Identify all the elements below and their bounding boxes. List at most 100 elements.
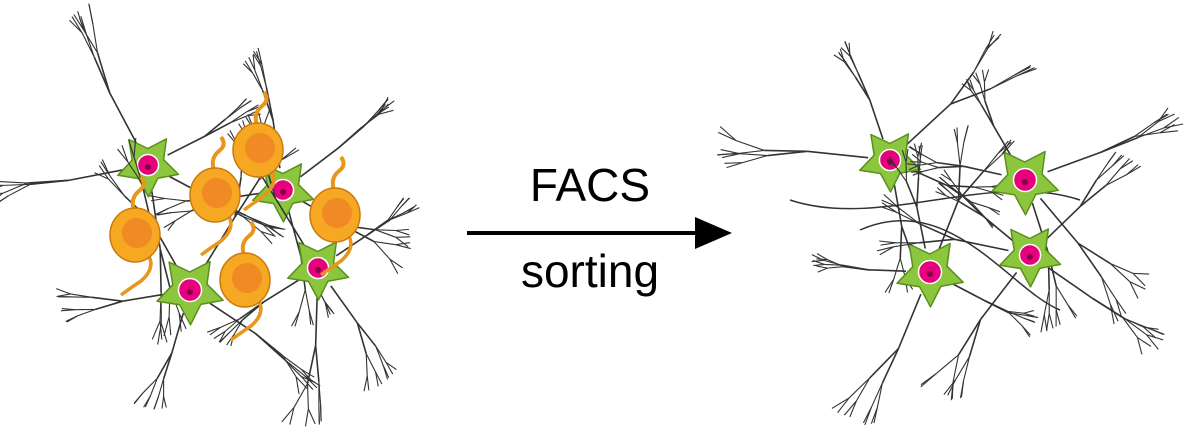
dendrite-branch <box>3 183 31 186</box>
dendrite-branch <box>226 334 235 346</box>
dendrite-branch <box>387 206 398 221</box>
dendrite-branch <box>947 189 962 203</box>
dendrite-branch <box>281 406 295 423</box>
dendrite-branch <box>962 195 984 217</box>
dendrite-branch <box>289 407 295 425</box>
dendrite-branch <box>870 382 883 408</box>
neuron-apical-process <box>330 155 346 194</box>
dendrite-branch <box>407 207 420 214</box>
dendrite-branch <box>108 92 139 146</box>
dendrite-branch <box>876 246 895 252</box>
dendrite-branch <box>170 210 192 214</box>
dendrite-branch <box>907 163 920 166</box>
dendrite-branch <box>306 345 317 384</box>
dendrite-branch <box>373 241 391 260</box>
dendrite-branch <box>1055 309 1061 325</box>
dendrite-branch <box>228 319 244 334</box>
dendrite-branch <box>282 355 297 378</box>
dendrite-branch <box>389 258 399 275</box>
dendrite-branch <box>324 301 334 313</box>
dendrite-branch <box>950 282 986 302</box>
dendrite-branch <box>400 197 410 207</box>
dendrite-branch <box>375 345 387 363</box>
dendrite-branch <box>367 219 389 236</box>
dendrite-branch <box>940 173 952 182</box>
dendrite-branch <box>921 161 939 169</box>
dendrite-branch <box>395 228 410 232</box>
glial-cell <box>717 30 1037 294</box>
dendrite-branch <box>287 211 302 258</box>
dendrite-branch <box>869 347 900 379</box>
dendrite-branch <box>735 139 765 151</box>
dendrite-branch <box>295 376 300 395</box>
dendrite-branch <box>936 161 964 168</box>
dendrite-branch <box>298 289 306 313</box>
dendrite-branch <box>159 248 162 293</box>
dendrite-branch <box>237 98 247 108</box>
dendrite-branch <box>0 192 3 197</box>
dendrite-branch <box>895 166 907 182</box>
dendrite-branch <box>1163 116 1180 129</box>
neuron <box>219 220 271 342</box>
dendrite-branch <box>149 378 158 397</box>
dendrite-branch <box>389 212 408 221</box>
dendrite-branch <box>294 311 300 327</box>
dendrite-branch <box>880 242 896 246</box>
dendrite-branch <box>127 161 143 184</box>
dendrite-branch <box>1096 165 1113 181</box>
dendrite-branch <box>1146 334 1159 350</box>
neuron <box>232 90 284 212</box>
dendrite-branch <box>174 210 192 222</box>
dendrite-branch <box>93 56 111 94</box>
dendrite-branch <box>133 137 137 157</box>
dendrite-branch <box>108 178 125 197</box>
dendrite-branch <box>905 103 952 146</box>
dendrite-branch <box>1137 127 1165 139</box>
dendrite-branch <box>365 353 368 376</box>
dendrite-branch <box>395 236 409 248</box>
dendrite-branch <box>984 100 995 127</box>
dendrite-branch <box>78 17 87 34</box>
neuron-apical-process <box>210 135 226 174</box>
dendrite-branch <box>66 315 78 323</box>
dendrite-branch <box>896 211 920 225</box>
dendrite-branch <box>204 118 226 137</box>
dendrite-branch <box>1122 317 1138 338</box>
dendrite-branch <box>61 308 75 311</box>
nucleolus <box>187 289 193 295</box>
dendrite-branch <box>901 150 907 163</box>
dendrite-branch <box>224 318 240 332</box>
dendrite-branch <box>1109 263 1131 283</box>
dendrite-branch <box>918 222 955 241</box>
dendrite-branch <box>144 395 151 408</box>
dendrite-branch <box>69 19 83 34</box>
dendrite-branch <box>100 161 111 176</box>
dendrite-branch <box>876 382 883 408</box>
dendrite-branch <box>375 229 396 232</box>
dendrite-branch <box>886 159 897 168</box>
dendrite-branch <box>262 224 278 229</box>
dendrite-branch <box>396 198 405 208</box>
dendrite-branch <box>955 356 970 380</box>
dendrite-branch <box>1112 154 1123 167</box>
dendrite-branch <box>881 348 900 384</box>
dendrite-branch <box>229 111 248 124</box>
dendrite-branch <box>378 99 389 111</box>
dendrite-branch <box>304 289 310 311</box>
dendrite-branch <box>1079 179 1098 207</box>
dendrite-branch <box>817 267 828 273</box>
dendrite-branch <box>813 263 825 267</box>
dendrite-branch <box>387 212 404 221</box>
dendrite-branch <box>308 310 312 325</box>
dendrite-branch <box>385 361 397 371</box>
dendrite-branch <box>242 63 254 74</box>
dendrite-branch <box>881 202 898 213</box>
dendrite-branch <box>260 231 273 245</box>
dendrite-branch <box>1100 276 1111 305</box>
dendrite-branch <box>219 332 230 342</box>
dendrite-branch <box>954 238 1009 252</box>
dendrite-branch <box>1105 174 1127 186</box>
dendrite-branch <box>897 206 920 225</box>
dendrite-branch <box>764 149 808 153</box>
dendrite-branch <box>855 377 871 402</box>
